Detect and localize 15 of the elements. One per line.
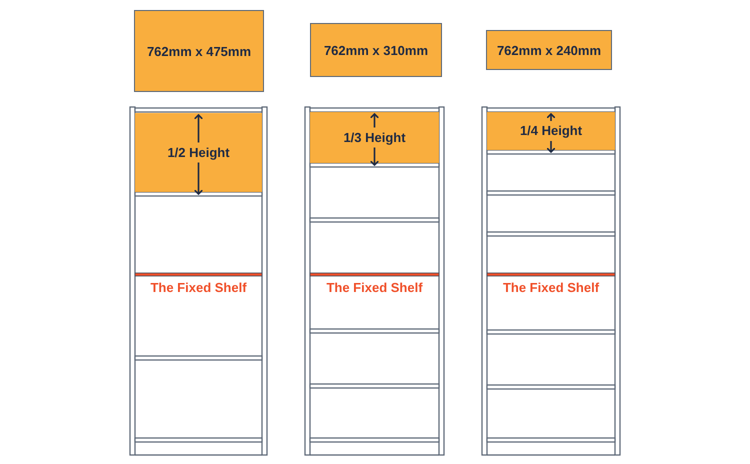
shelf-section [487, 112, 615, 150]
panel-size-text: 762mm x 240mm [496, 42, 602, 58]
fixed-shelf-label: The Fixed Shelf [325, 280, 424, 295]
fixed-shelf-label: The Fixed Shelf [149, 280, 248, 295]
height-text: 1/4 Height [518, 123, 584, 138]
size-panel [486, 30, 612, 70]
height-text: 1/3 Height [342, 130, 407, 144]
panel-size-text: 762mm x 310mm [324, 42, 428, 58]
fixed-shelf-label: The Fixed Shelf [502, 280, 600, 295]
shelf-section [135, 113, 262, 192]
size-panel [134, 10, 264, 92]
size-panel [310, 23, 442, 77]
panel-size-text: 762mm x 475mm [146, 44, 252, 58]
shelf-section [310, 112, 439, 163]
height-text: 1/2 Height [166, 144, 231, 160]
